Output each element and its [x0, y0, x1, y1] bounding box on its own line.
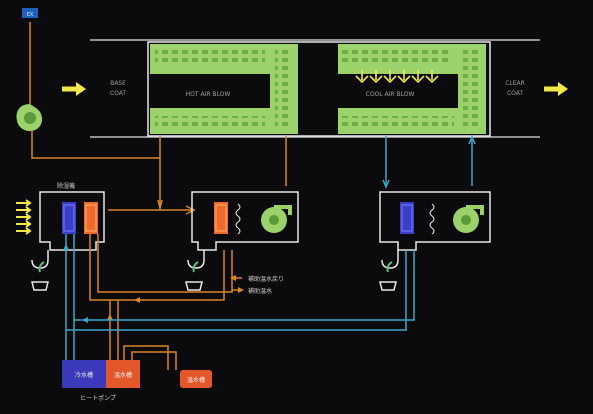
cool-air-blow-booth	[338, 44, 486, 134]
cool-air-flow-arrows	[355, 70, 439, 84]
base-coat-label-1: BASE	[110, 80, 126, 87]
drain-trap-icon	[185, 250, 205, 291]
cold-water-piping	[65, 234, 415, 360]
cold-water-tank-label: 冷水槽	[75, 371, 93, 379]
intake-arrows	[16, 199, 32, 235]
exhaust-cap-icon: EX	[22, 8, 38, 18]
heater-unit	[191, 191, 299, 251]
flow-arrow-icon	[63, 244, 88, 323]
svg-text:EX: EX	[27, 12, 34, 18]
drain-trap-icon	[379, 250, 399, 291]
clear-coat-label-1: CLEAR	[505, 80, 525, 87]
hot-water-tank	[106, 360, 140, 388]
flow-arrow-icon	[107, 275, 244, 320]
flow-arrow-icon	[62, 82, 86, 96]
cold-water-tank	[62, 360, 106, 388]
fan-icon	[453, 205, 484, 233]
booth-frame	[147, 41, 491, 137]
cool-air-blow-label: COOL AIR BLOW	[366, 91, 415, 98]
flow-arrow-icon	[544, 82, 568, 96]
cooler-unit	[379, 191, 491, 251]
heat-coil-icon	[84, 202, 98, 234]
exhaust-return-duct	[31, 130, 160, 159]
base-coat-label-2: COAT	[110, 90, 126, 97]
heat-coil-icon	[214, 202, 228, 234]
hot-air-blow-booth	[150, 44, 298, 134]
aux-tank	[180, 370, 212, 388]
heat-pump-label: ヒートポンプ	[80, 394, 116, 402]
aux-hot-water-label: 補助温水	[248, 287, 272, 295]
dehumidifier-label: 除湿機	[57, 182, 75, 190]
aux-tank-label: 温水槽	[187, 376, 205, 384]
dehumidifier-unit	[39, 191, 105, 251]
aux-hot-water-return-label: 補助温水戻り	[248, 275, 284, 283]
fan-icon	[261, 205, 292, 233]
cold-coil-icon	[62, 202, 76, 234]
fan-icon	[16, 104, 43, 132]
hot-water-piping	[89, 234, 242, 370]
hot-water-tank-label: 温水槽	[114, 371, 132, 379]
clear-coat-label-2: COAT	[507, 90, 523, 97]
cold-coil-icon	[400, 202, 414, 234]
hot-air-blow-label: HOT AIR BLOW	[186, 91, 231, 98]
